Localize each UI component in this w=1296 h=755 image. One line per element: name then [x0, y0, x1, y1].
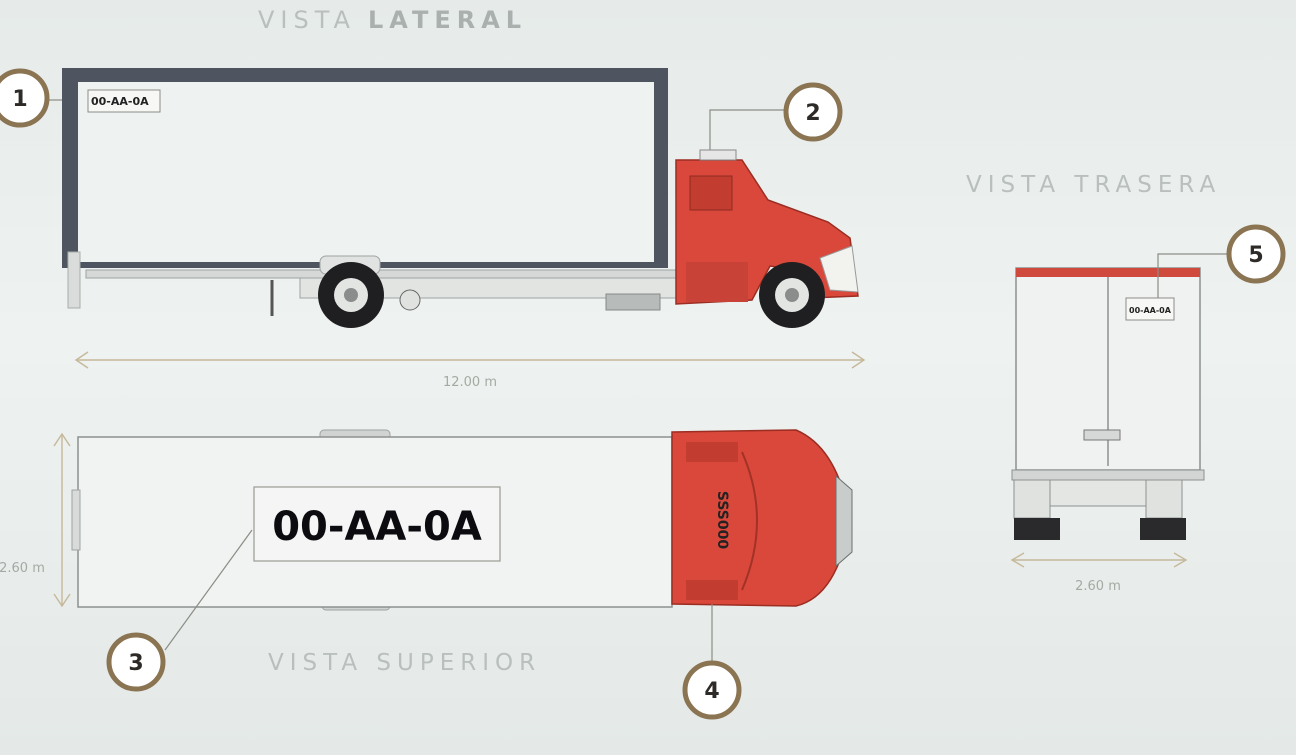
top-plate: [253, 486, 501, 562]
marker-4: 4: [682, 660, 742, 720]
svg-text:3: 3: [128, 651, 143, 676]
length-label: 12.00 m: [443, 375, 497, 390]
cargo-box-panel: [78, 82, 654, 262]
svg-text:1: 1: [12, 87, 27, 112]
marker-1: 1: [0, 68, 50, 128]
top-plate-text: 00-AA-0A: [272, 504, 482, 550]
rear-width-label: 2.60 m: [1075, 579, 1121, 594]
svg-text:4: 4: [704, 679, 719, 704]
length-dimension: [74, 351, 866, 369]
top-width-label: 2.60 m: [0, 561, 45, 576]
side-view-truck: 00-AA-0A: [62, 68, 859, 328]
marker-2: 2: [783, 82, 843, 142]
rear-view-title: VISTA TRASERA: [966, 172, 1221, 198]
svg-text:5: 5: [1248, 243, 1263, 268]
rear-right-tires: [1140, 518, 1186, 540]
rear-red-stripe: [1016, 268, 1200, 277]
superior-view-title: VISTA SUPERIOR: [268, 650, 541, 676]
rear-width-dimension: [1010, 552, 1188, 568]
svg-text:2: 2: [805, 101, 820, 126]
rear-plate-text: 00-AA-0A: [1129, 306, 1172, 315]
cab-roof-text: SSS000: [714, 491, 730, 549]
rear-left-tires: [1014, 518, 1060, 540]
rear-view-truck: 00-AA-0A: [1011, 267, 1205, 540]
marker-3: 3: [106, 632, 166, 692]
top-width-dimension: [53, 432, 71, 608]
top-view-truck: SSS000 00-AA-0A: [71, 429, 853, 611]
side-plate-text: 00-AA-0A: [91, 95, 149, 108]
marker-5: 5: [1226, 224, 1286, 284]
